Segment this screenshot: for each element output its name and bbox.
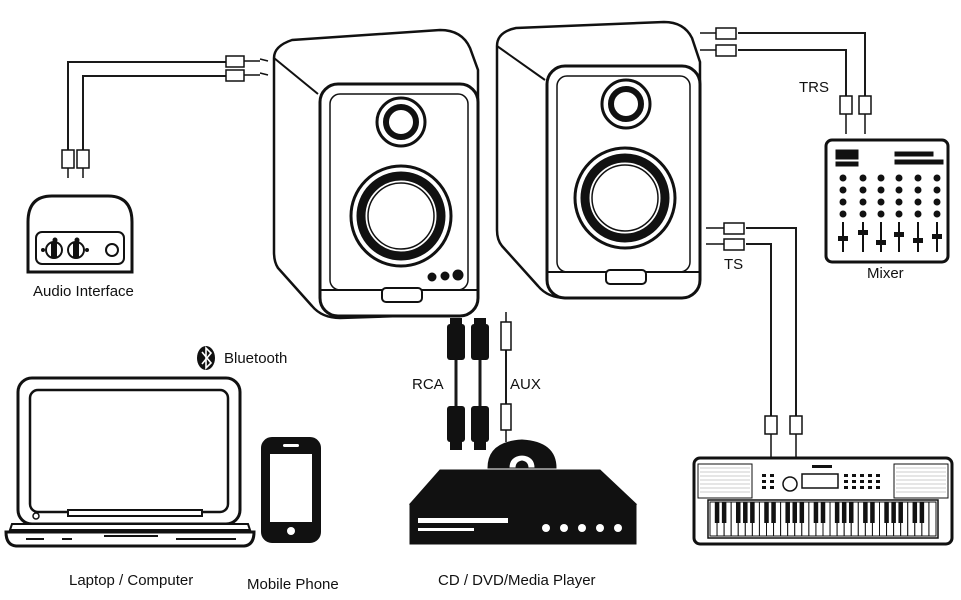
aux-plug-icon bbox=[500, 312, 512, 442]
black-key bbox=[750, 502, 755, 523]
ts-plug-icon bbox=[706, 222, 803, 458]
black-key bbox=[912, 502, 918, 523]
black-key bbox=[813, 502, 819, 523]
black-key bbox=[848, 502, 854, 523]
black-key bbox=[721, 502, 727, 523]
black-key bbox=[771, 502, 776, 523]
black-key bbox=[834, 502, 840, 523]
bluetooth-label: Bluetooth bbox=[224, 350, 288, 367]
black-key bbox=[785, 502, 790, 523]
black-key bbox=[714, 502, 720, 523]
black-key bbox=[735, 502, 741, 523]
mobile-phone-label: Mobile Phone bbox=[247, 576, 339, 593]
audio-interface-icon bbox=[26, 194, 134, 274]
trs-plug-icon bbox=[700, 27, 872, 134]
laptop-icon bbox=[4, 376, 256, 548]
black-key bbox=[891, 502, 896, 523]
black-key bbox=[841, 502, 847, 523]
black-key bbox=[764, 502, 769, 523]
black-key bbox=[820, 502, 826, 523]
black-key bbox=[919, 502, 925, 523]
black-key bbox=[898, 502, 903, 523]
media-player-label: CD / DVD/Media Player bbox=[438, 572, 596, 589]
aux-label: AUX bbox=[510, 376, 541, 393]
rca-label: RCA bbox=[412, 376, 444, 393]
audio-interface-label: Audio Interface bbox=[33, 283, 134, 300]
rca-plug-icon bbox=[447, 318, 489, 450]
phone-icon bbox=[261, 437, 321, 543]
black-key bbox=[792, 502, 798, 523]
white-key bbox=[928, 501, 937, 537]
mixer-label: Mixer bbox=[867, 265, 904, 282]
keyboard-icon bbox=[692, 456, 954, 546]
left-speaker bbox=[272, 28, 480, 320]
black-key bbox=[863, 502, 868, 523]
black-key bbox=[870, 502, 875, 523]
black-key bbox=[799, 502, 805, 523]
media-player-icon bbox=[408, 439, 638, 545]
black-key bbox=[884, 502, 889, 523]
ts-label: TS bbox=[724, 256, 744, 273]
cables bbox=[67, 32, 866, 420]
mixer-icon bbox=[824, 138, 950, 264]
plug-icon bbox=[61, 55, 269, 178]
right-speaker bbox=[495, 20, 702, 300]
bluetooth-icon bbox=[197, 346, 215, 370]
black-key bbox=[743, 502, 748, 523]
cd-disc-icon bbox=[487, 439, 557, 469]
trs-label: TRS bbox=[799, 79, 829, 96]
laptop-label: Laptop / Computer bbox=[69, 572, 194, 589]
